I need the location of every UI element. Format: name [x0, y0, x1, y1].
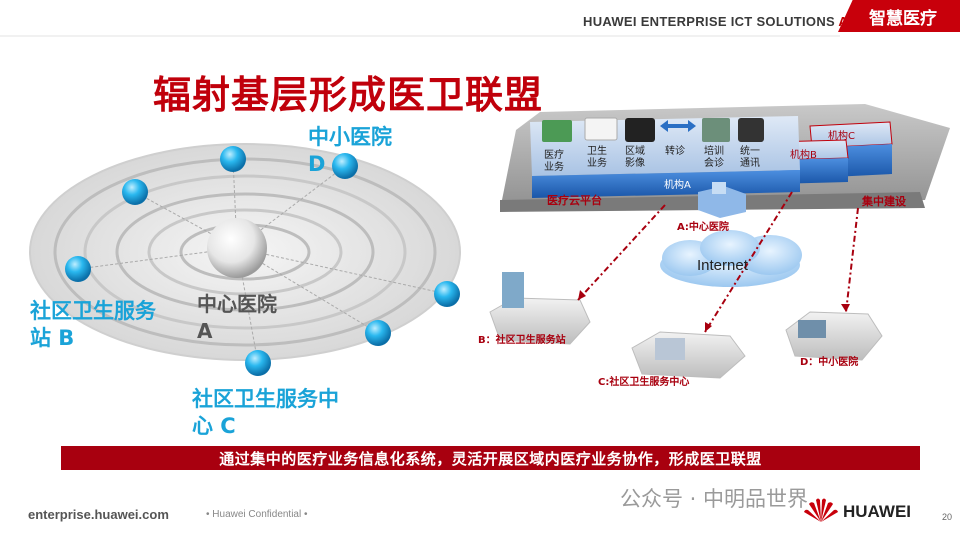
node-d-line2: D [308, 151, 392, 178]
module-1-line2: 业务 [544, 162, 564, 174]
module-2-label: 卫生业务 [587, 146, 607, 170]
site-b-pad [490, 272, 590, 344]
module-1-label: 医疗业务 [544, 150, 564, 174]
node-d-label: 中小医院 D [308, 124, 392, 178]
module-3-label: 区域影像 [625, 146, 645, 170]
orbit-node-ball [365, 320, 391, 346]
module-2-line1: 卫生 [587, 146, 607, 158]
module-2-line2: 业务 [587, 158, 607, 170]
site-d-label: D：中小医院 [800, 357, 858, 369]
node-c-line2: 心 C [192, 413, 339, 440]
node-b-line2: 站 B [30, 325, 156, 352]
center-hospital-ball [207, 218, 267, 278]
central-build-label: 集中建设 [862, 196, 906, 208]
hospital-a-label: A:中心医院 [677, 222, 729, 234]
module-5-line1: 培训 [704, 146, 724, 158]
site-c-pad [632, 332, 745, 378]
orbit-node-ball-c [245, 350, 271, 376]
module-4-label: 转诊 [665, 146, 685, 158]
orbit-node-ball [220, 146, 246, 172]
module-3-line1: 区域 [625, 146, 645, 158]
module-5-label: 培训会诊 [704, 146, 724, 170]
site-c-label: C:社区卫生服务中心 [598, 377, 689, 389]
site-d-pad [786, 312, 882, 360]
orbit-node-ball [434, 281, 460, 307]
center-line2: A [197, 318, 277, 345]
medical-business-icon [542, 120, 572, 142]
center-label: 中心医院 A [197, 291, 277, 345]
huawei-logo-icon [802, 496, 840, 524]
inst-b-label: 机构B [790, 150, 817, 162]
footer-url: enterprise.huawei.com [28, 507, 169, 522]
module-1-line1: 医疗 [544, 150, 564, 162]
module-3-line2: 影像 [625, 158, 645, 170]
node-c-label: 社区卫生服务中 心 C [192, 386, 339, 440]
site-c-building-icon [655, 338, 685, 360]
health-business-icon [585, 118, 617, 140]
node-b-line1: 社区卫生服务 [30, 298, 156, 325]
site-b-label: B：社区卫生服务站 [478, 335, 566, 347]
orbit-node-ball [122, 179, 148, 205]
footer-brand: HUAWEI [843, 502, 911, 522]
orbit-node-ball-b [65, 256, 91, 282]
center-line1: 中心医院 [197, 291, 277, 318]
training-icon [702, 118, 730, 142]
module-6-label: 统一通讯 [740, 146, 760, 170]
footer-confidential: • Huawei Confidential • [206, 509, 308, 520]
inst-c-label: 机构C [828, 131, 855, 143]
page-number: 20 [942, 512, 952, 522]
internet-label: Internet [697, 257, 748, 274]
watermark: 公众号 · 中明品世界 [620, 483, 808, 513]
summary-banner: 通过集中的医疗业务信息化系统，灵活开展区域内医疗业务协作，形成医卫联盟 [61, 446, 920, 470]
cloud-platform-label: 医疗云平台 [547, 195, 602, 207]
node-b-label: 社区卫生服务 站 B [30, 298, 156, 352]
node-d-line1: 中小医院 [308, 124, 392, 151]
header-divider [0, 0, 960, 40]
module-6-line1: 统一 [740, 146, 760, 158]
phone-icon [738, 118, 764, 142]
site-b-building-icon [502, 272, 524, 308]
imaging-icon [625, 118, 655, 142]
node-c-line1: 社区卫生服务中 [192, 386, 339, 413]
platform-diagram [480, 100, 950, 400]
module-6-line2: 通讯 [740, 158, 760, 170]
module-4-line1: 转诊 [665, 146, 685, 158]
inst-a-label: 机构A [664, 180, 691, 192]
site-d-building-icon [798, 320, 826, 338]
module-5-line2: 会诊 [704, 158, 724, 170]
